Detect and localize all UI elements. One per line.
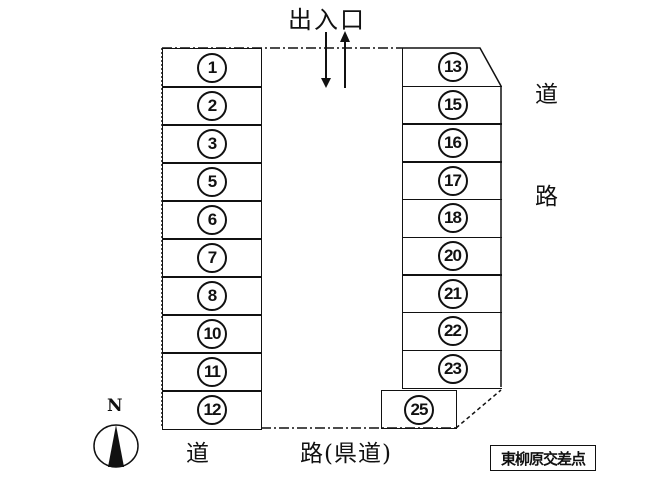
- spot-number: 25: [404, 394, 434, 425]
- parking-spot-23[interactable]: 23: [402, 349, 502, 389]
- spot-number: 11: [197, 356, 227, 387]
- parking-spot-18[interactable]: 18: [402, 198, 502, 238]
- spot-number: 20: [437, 241, 468, 272]
- parking-spot-25[interactable]: 25: [381, 390, 457, 429]
- spot-number: 10: [197, 318, 227, 349]
- parking-spot-20[interactable]: 20: [402, 236, 502, 276]
- spot-number: 13: [437, 52, 468, 83]
- parking-spot-16[interactable]: 16: [402, 123, 502, 163]
- compass-north-label: N: [107, 396, 123, 416]
- spot-number: 15: [437, 90, 468, 121]
- entrance-label: 出入口: [288, 6, 366, 34]
- spot-number: 6: [197, 204, 227, 235]
- parking-spot-21[interactable]: 21: [402, 274, 502, 314]
- compass-needle: [108, 425, 124, 467]
- spot-number: 8: [197, 280, 227, 311]
- parking-spot-10[interactable]: 10: [162, 314, 262, 354]
- parking-spot-13[interactable]: 13: [402, 48, 502, 88]
- corner-boundary: [455, 389, 502, 429]
- parking-spot-6[interactable]: 6: [162, 200, 262, 240]
- spot-number: 23: [437, 354, 468, 385]
- road-label-right-1: 道: [535, 82, 558, 108]
- parking-spot-15[interactable]: 15: [402, 85, 502, 125]
- spot-number: 18: [437, 203, 468, 234]
- parking-spot-8[interactable]: 8: [162, 276, 262, 316]
- spot-number: 12: [197, 394, 227, 425]
- spot-number: 21: [437, 278, 468, 309]
- parking-spot-3[interactable]: 3: [162, 124, 262, 164]
- arrow-up-head: [340, 31, 350, 42]
- road-label-bottom-2: 路(県道): [300, 441, 392, 467]
- parking-spot-12[interactable]: 12: [162, 390, 262, 430]
- spot-number: 1: [197, 52, 227, 83]
- spot-number: 3: [197, 128, 227, 159]
- parking-spot-7[interactable]: 7: [162, 238, 262, 278]
- spot-number: 7: [197, 242, 227, 273]
- arrow-down-head: [321, 78, 331, 88]
- north-compass: [93, 424, 139, 468]
- parking-spot-22[interactable]: 22: [402, 311, 502, 352]
- parking-spot-11[interactable]: 11: [162, 352, 262, 392]
- spot-number: 17: [437, 165, 468, 196]
- intersection-label: 東柳原交差点: [490, 445, 596, 471]
- spot-number: 22: [437, 316, 468, 347]
- road-label-right-2: 路: [535, 184, 558, 210]
- parking-spot-1[interactable]: 1: [162, 48, 262, 88]
- entrance-arrows: [321, 31, 350, 88]
- parking-spot-5[interactable]: 5: [162, 162, 262, 202]
- spot-number: 2: [197, 90, 227, 121]
- parking-spot-17[interactable]: 17: [402, 161, 502, 201]
- spot-number: 16: [437, 127, 468, 158]
- parking-spot-2[interactable]: 2: [162, 86, 262, 126]
- spot-number: 5: [197, 166, 227, 197]
- road-label-bottom-1: 道: [186, 441, 209, 467]
